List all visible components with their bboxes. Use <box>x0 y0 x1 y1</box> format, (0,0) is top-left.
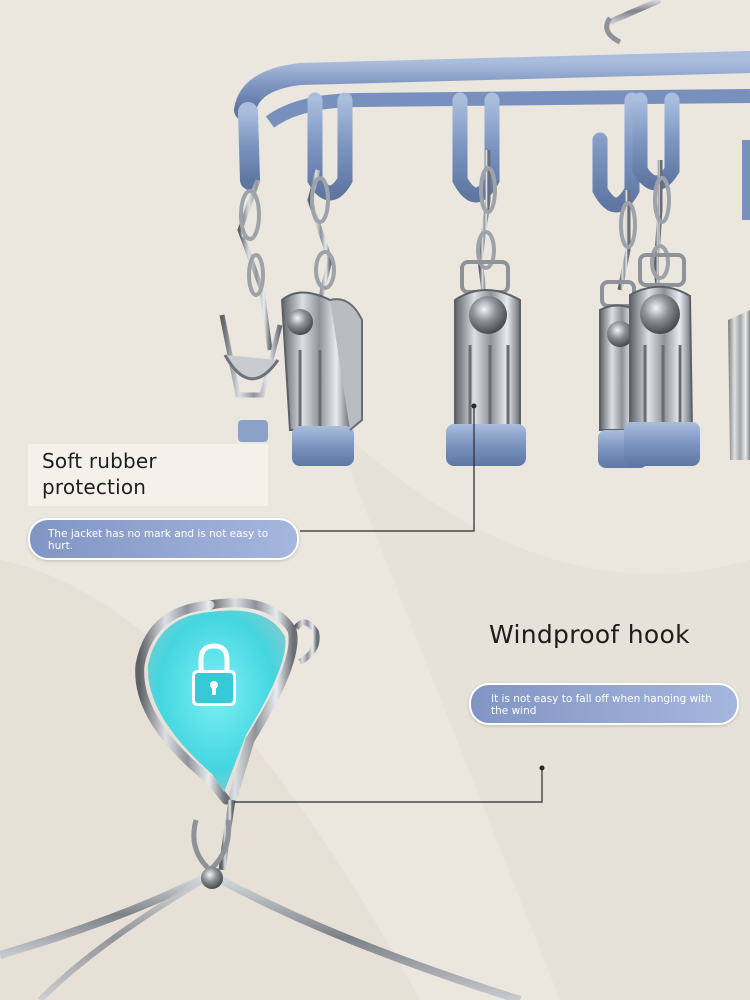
windproof-hook-description: It is not easy to fall off when hanging … <box>469 683 739 725</box>
soft-rubber-title-line1: Soft rubber <box>42 449 157 473</box>
soft-rubber-title-line2: protection <box>42 475 147 499</box>
soft-rubber-description: The jacket has no mark and is not easy t… <box>28 518 299 560</box>
soft-rubber-label: Soft rubber protection <box>28 444 268 506</box>
windproof-hook-title: Windproof hook <box>489 620 690 649</box>
lock-icon <box>192 643 236 706</box>
